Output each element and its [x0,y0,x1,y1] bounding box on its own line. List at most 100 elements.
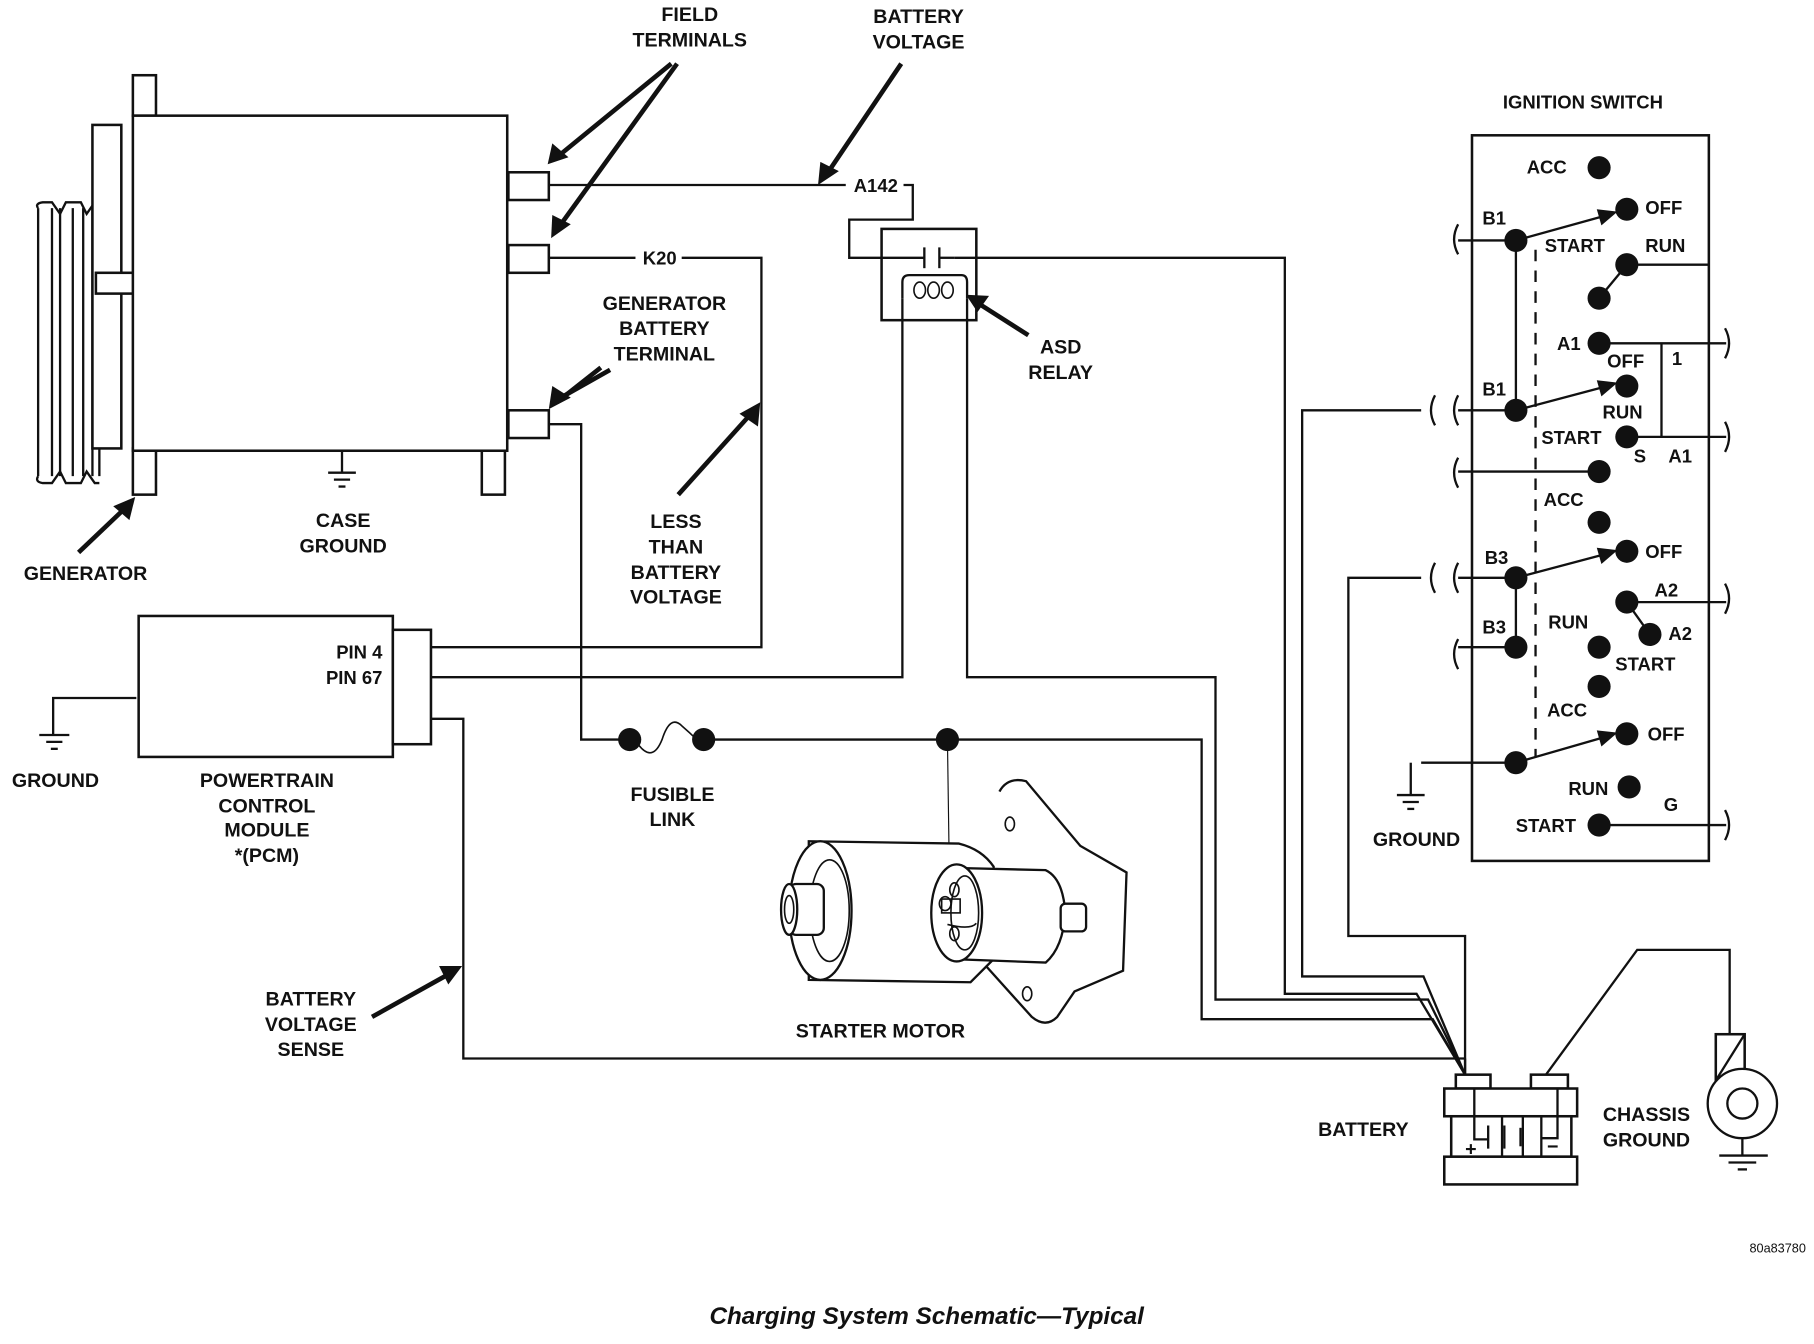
case-ground-label-line2: GROUND [300,535,387,557]
generator-body [131,114,509,453]
starter-motor-label: STARTER MOTOR [796,1021,965,1043]
wiring [39,183,1731,1076]
wire-ignition-b1-to-battery [1300,409,1467,1076]
powertrain-control-module [137,614,433,759]
ign-label-b1-bottom: B1 [1482,378,1506,399]
field-terminals-label-line2: TERMINALS [633,29,747,51]
arrow-less-than-battery-voltage [676,412,753,497]
pcm-ground-label: GROUND [12,770,99,792]
asd-relay [880,227,978,322]
ign-label-off-1: OFF [1645,197,1682,218]
pcm-label-line2: CONTROL [218,795,315,817]
case-ground-label-line1: CASE [316,510,371,532]
battery-voltage-label-line2: VOLTAGE [873,32,965,54]
battery-negative-post [1529,1073,1570,1090]
fusible-link-label-line1: FUSIBLE [630,784,714,806]
battery-minus-sign: − [1547,1136,1558,1158]
starter-motor-icon [779,778,1128,1024]
battery-positive-post [1454,1073,1492,1090]
switch-contacts [1504,156,1662,837]
arrow-asd-relay [976,300,1030,338]
fusible-link-terminal-right [692,728,716,752]
less-than-label-line1: LESS [650,511,701,533]
ign-label-1: 1 [1672,348,1682,369]
pcm-box [137,614,395,759]
ign-label-run-4: RUN [1568,778,1608,799]
wire-label-k20: K20 [643,248,677,269]
asd-relay-label-line2: RELAY [1028,362,1093,384]
figure-caption: Charging System Schematic—Typical [709,1303,1145,1330]
switch-blade-b1-top [1515,212,1613,242]
wire-a142-to-relay [848,183,925,259]
battery-voltage-sense-label-line2: VOLTAGE [265,1014,357,1036]
arrow-battery-voltage-sense [370,969,455,1019]
battery-voltage-sense-label-line1: BATTERY [266,988,356,1010]
ignition-switch-housing [1470,134,1711,863]
ign-label-off-4: OFF [1648,724,1685,745]
connector-brackets [1429,223,1731,841]
generator-pulley [35,201,101,485]
ign-label-acc-1: ACC [1527,156,1567,177]
chassis-ground-label-line1: CHASSIS [1603,1104,1690,1126]
ign-label-start-1: START [1545,235,1606,256]
battery-base [1442,1155,1579,1186]
pcm-pin-4: PIN 4 [336,642,383,663]
less-than-label-line3: BATTERY [631,562,722,584]
field-terminals-label-line1: FIELD [661,4,718,26]
asd-relay-housing [880,227,978,322]
chassis-ground-label-line2: GROUND [1603,1129,1690,1151]
wire-battery-voltage-sense [430,717,1466,1060]
relay-coil-icon [913,281,955,300]
pcm-ground-icon [39,733,70,750]
generator-top-tab [131,73,158,117]
ign-label-start-3: START [1615,653,1676,674]
ign-label-a1-in: A1 [1557,333,1581,354]
generator-label: GENERATOR [24,563,148,585]
starter-junction-dot [935,728,959,752]
chassis-ground-icon [1706,1032,1779,1171]
pcm-label-line3: MODULE [224,820,309,842]
ign-label-run-3: RUN [1548,612,1588,633]
ign-label-off-3: OFF [1645,541,1682,562]
ignition-ground-icon [1396,793,1425,811]
wire-ignition-b3-to-battery [1347,576,1467,1075]
relay-coil-frame [901,273,969,299]
generator-bottom-tab-right [480,447,507,496]
arrow-generator [76,506,127,555]
switch-blade-ground [1515,733,1613,764]
generator-battery-terminal [507,409,551,440]
ignition-switch-title: IGNITION SWITCH [1503,92,1663,113]
switch-blade-b1-bottom [1515,383,1613,412]
wire-relay-coil-to-pcm [430,298,904,679]
pcm-label-line1: POWERTRAIN [200,770,334,792]
battery-plus-sign: + [1465,1139,1476,1161]
pcm-label-line4: *(PCM) [235,845,299,867]
arrow-battery-voltage [825,62,904,175]
ign-label-a2-in: A2 [1668,623,1692,644]
fusible-link-terminal-left [618,728,642,752]
ignition-switch [1396,134,1731,863]
field-terminal-1 [507,171,551,202]
figure-code: 80a83780 [1749,1242,1805,1256]
wire-pcm-ground [51,696,137,735]
field-terminal-2 [507,243,551,275]
wire-relay-coil-to-battery [965,298,1467,1076]
ign-label-b3-bottom: B3 [1482,616,1506,637]
generator-battery-terminal-label-line3: TERMINAL [614,344,715,366]
battery-icon [1442,1073,1579,1186]
ignition-ground-label: GROUND [1373,829,1460,851]
generator [35,73,551,496]
ign-label-a1-out: A1 [1668,445,1692,466]
ign-label-a2-out: A2 [1655,579,1679,600]
pcm-connector [391,628,433,746]
battery-case [1449,1114,1573,1158]
ign-label-start-4: START [1516,815,1577,836]
battery-voltage-label-line1: BATTERY [873,6,964,28]
wire-k20-to-pcm [430,256,763,649]
ign-label-s: S [1634,445,1646,466]
fusible-link-wire-icon [638,721,698,754]
wire-relay-contact-to-battery [954,256,1467,1076]
battery-voltage-sense-label-line3: SENSE [278,1039,345,1061]
ign-label-run-2: RUN [1603,401,1643,422]
